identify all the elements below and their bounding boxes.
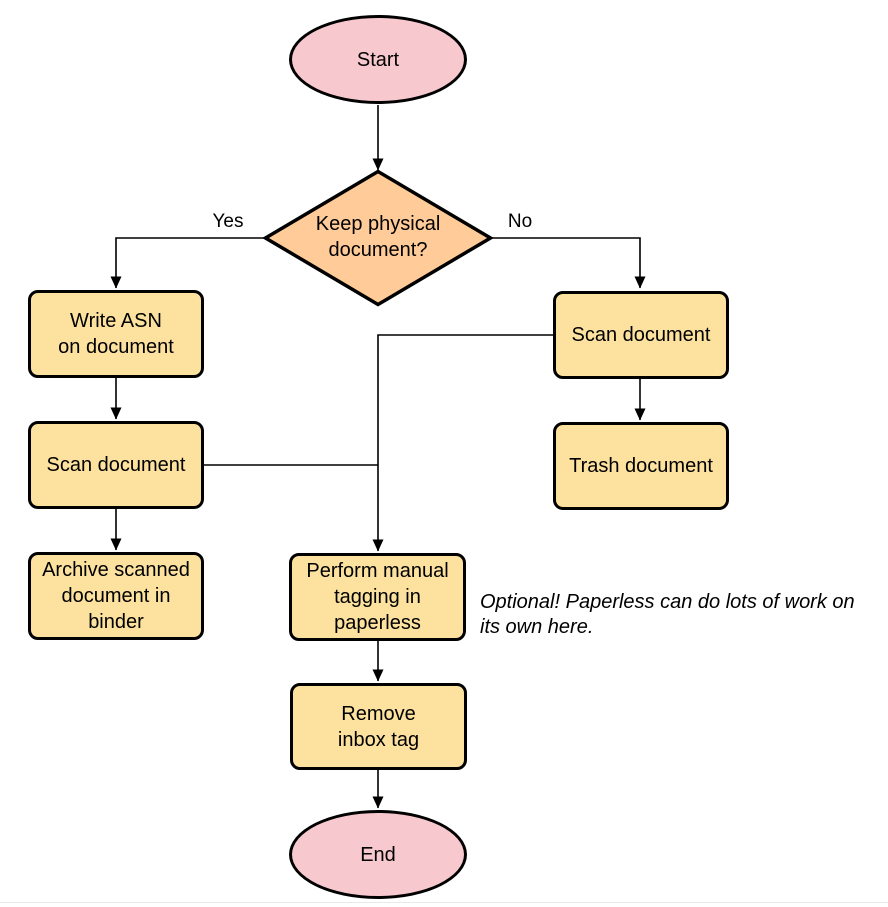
page-bottom-divider <box>0 902 888 903</box>
node-end: End <box>289 810 467 899</box>
connector-decision-no-to-scan-right <box>491 237 646 289</box>
node-remove-inbox-tag: Remove inbox tag <box>290 683 467 770</box>
node-scan-document-right: Scan document <box>553 291 729 379</box>
node-start: Start <box>289 15 467 104</box>
node-trash-document: Trash document <box>553 422 729 510</box>
annotation-optional-note: Optional! Paperless can do lots of work … <box>480 591 855 638</box>
decision-diamond-shape <box>262 169 494 307</box>
node-start-label: Start <box>356 48 400 71</box>
node-decision-label: Keep physical document? <box>315 213 441 261</box>
node-remove-inbox-tag-label: Remove inbox tag <box>337 702 420 751</box>
connector-decision-yes-to-write-asn <box>110 237 265 289</box>
edge-label-no: No <box>507 211 533 232</box>
node-trash-document-label: Trash document <box>569 455 713 477</box>
node-scan-document-left-label: Scan document <box>46 454 186 476</box>
edge-label-yes: Yes <box>212 211 244 232</box>
node-end-label: End <box>360 843 396 866</box>
node-scan-document-left: Scan document <box>28 421 204 509</box>
connector-scan-right-to-tagging <box>372 334 553 552</box>
node-write-asn: Write ASN on document <box>28 290 204 378</box>
node-scan-document-right-label: Scan document <box>571 324 711 346</box>
node-manual-tagging-label: Perform manual tagging in paperless <box>306 560 449 634</box>
node-manual-tagging: Perform manual tagging in paperless <box>289 553 466 641</box>
node-write-asn-label: Write ASN on document <box>58 310 174 358</box>
node-archive-document-label: Archive scanned document in binder <box>42 559 190 633</box>
node-archive-document: Archive scanned document in binder <box>28 552 204 640</box>
